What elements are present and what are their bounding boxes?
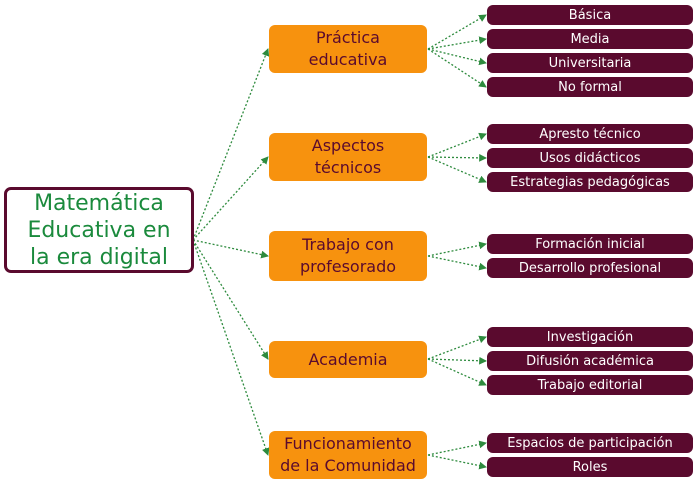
connector-branch-to-leaf xyxy=(427,36,487,50)
leaf-investigacion: Investigación xyxy=(487,327,693,347)
branch-aspectos-tecnicos: Aspectos técnicos xyxy=(269,133,427,181)
connector-branch-to-leaf xyxy=(427,358,487,386)
leaf-difusion-academica: Difusión académica xyxy=(487,351,693,371)
leaf-usos-didacticos: Usos didácticos xyxy=(487,148,693,168)
connector-branch-to-leaf xyxy=(427,241,487,257)
leaf-estrategias-pedagogicas: Estrategias pedagógicas xyxy=(487,172,693,192)
branch-trabajo-con-profesorado: Trabajo con profesorado xyxy=(269,231,427,281)
leaf-espacios-participacion: Espacios de participación xyxy=(487,433,693,453)
connector-branch-to-leaf xyxy=(427,48,487,66)
leaf-universitaria: Universitaria xyxy=(487,53,693,73)
leaf-trabajo-editorial: Trabajo editorial xyxy=(487,375,693,395)
branch-academia: Academia xyxy=(269,341,427,378)
leaf-no-formal: No formal xyxy=(487,77,693,97)
leaf-roles: Roles xyxy=(487,457,693,477)
connector-branch-to-leaf xyxy=(427,153,487,162)
leaf-apresto-tecnico: Apresto técnico xyxy=(487,124,693,144)
branch-funcionamiento-comunidad: Funcionamiento de la Comunidad xyxy=(269,431,427,479)
connector-branch-to-leaf xyxy=(427,14,487,50)
connector-branch-to-leaf xyxy=(427,156,487,183)
connector-branch-to-leaf xyxy=(427,454,487,470)
connector-branch-to-leaf xyxy=(427,132,487,158)
leaf-formacion-inicial: Formación inicial xyxy=(487,234,693,254)
connector-branch-to-leaf xyxy=(427,48,487,88)
leaf-desarrollo-profesional: Desarrollo profesional xyxy=(487,258,693,278)
connector-root-to-branch xyxy=(192,156,269,241)
connector-root-to-branch xyxy=(192,48,270,241)
connector-branch-to-leaf xyxy=(427,335,487,360)
leaf-media: Media xyxy=(487,29,693,49)
connector-branch-to-leaf xyxy=(427,356,487,365)
connector-root-to-branch xyxy=(192,239,270,456)
connector-root-to-branch xyxy=(192,239,269,259)
leaf-basica: Básica xyxy=(487,5,693,25)
connector-root-to-branch xyxy=(192,239,269,360)
branch-practica-educativa: Práctica educativa xyxy=(269,25,427,73)
root-node: Matemática Educativa en la era digital xyxy=(4,187,194,273)
connector-branch-to-leaf xyxy=(427,440,487,456)
connector-branch-to-leaf xyxy=(427,255,487,271)
